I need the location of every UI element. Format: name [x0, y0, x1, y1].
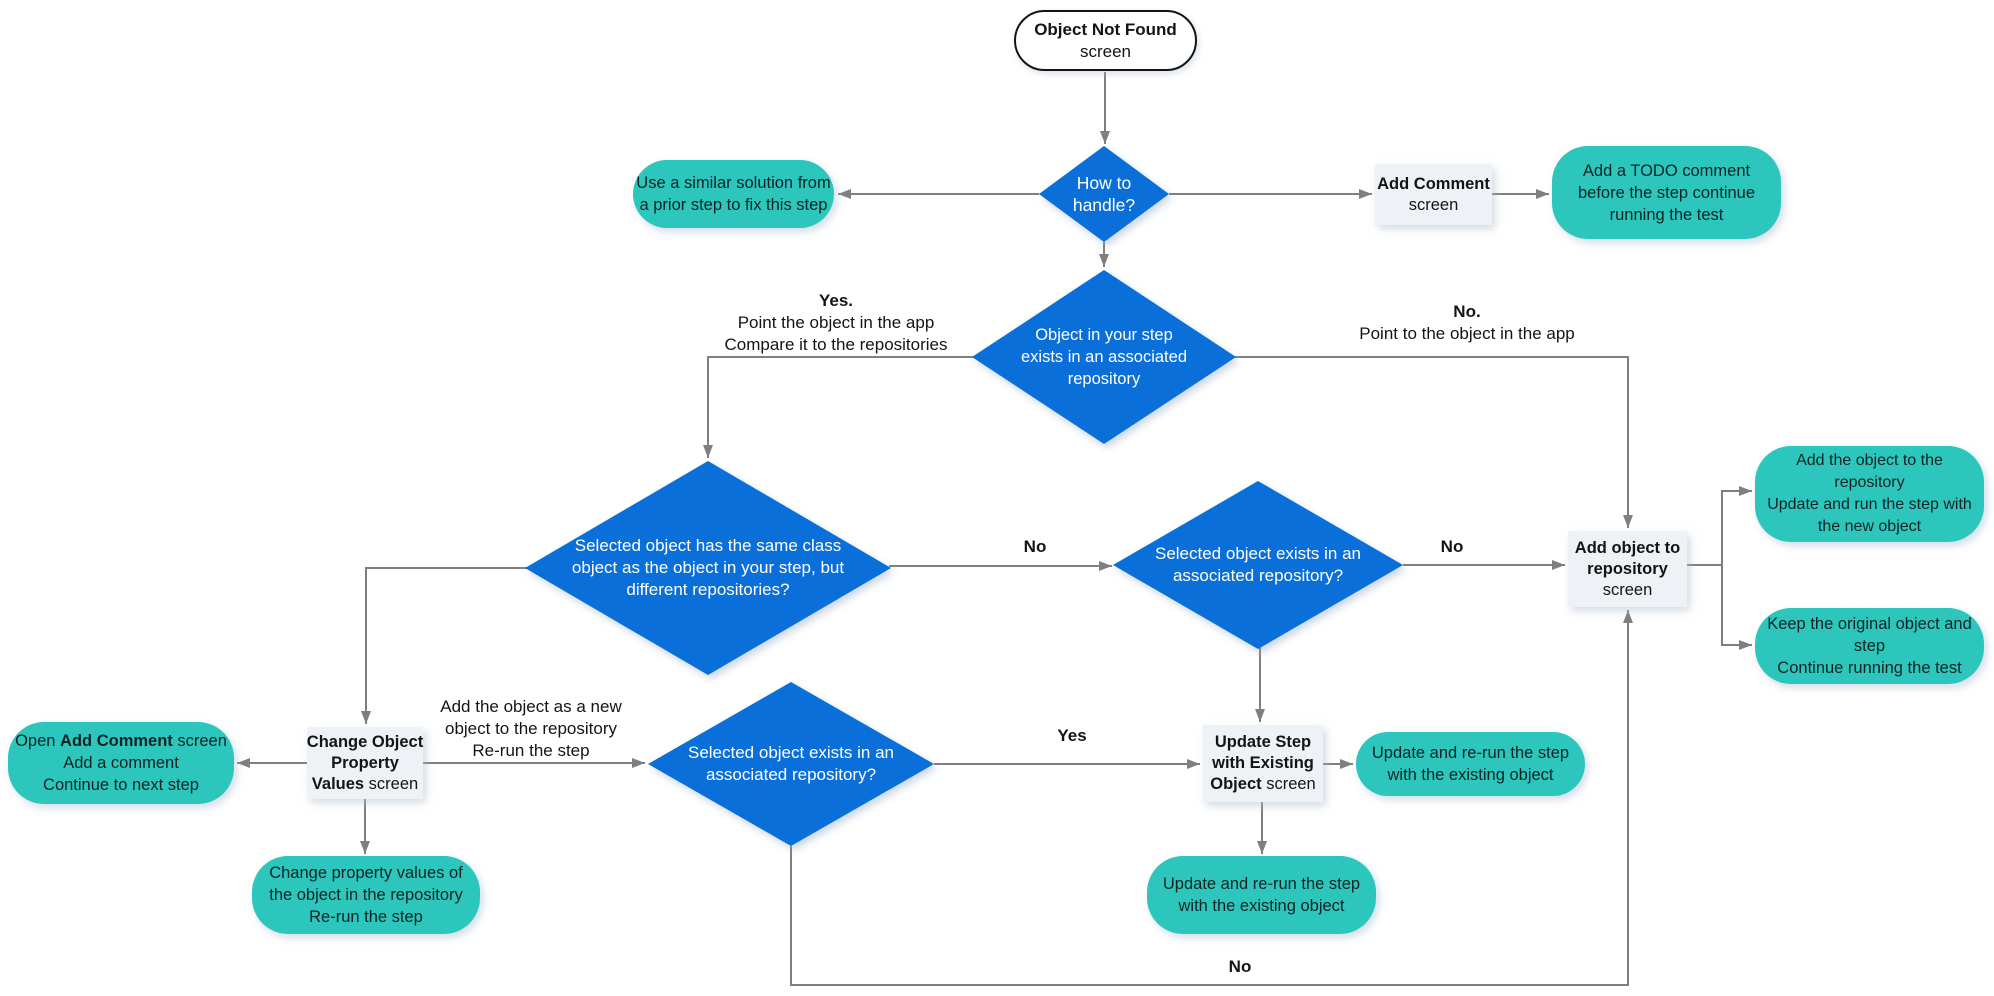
label-no-point-to-object: No.Point to the object in the app	[1359, 302, 1575, 343]
edge-add-repo-to-keep	[1721, 565, 1752, 650]
label-no-same-class: No	[1023, 537, 1047, 556]
edge-exists1-no-to-add-repo	[1234, 356, 1633, 528]
edge-exists3-no-to-add-repo	[790, 610, 1633, 986]
label-yes-exists-bottom: Yes	[1057, 726, 1087, 745]
label-no-bottom: No	[1228, 957, 1252, 976]
edge-same-class-yes-to-change-box	[361, 567, 527, 724]
label-no-exists-mid: No	[1440, 537, 1464, 556]
edge-exists1-yes-to-same-class	[703, 356, 974, 458]
edge-add-repo-to-add-new	[1721, 486, 1752, 565]
